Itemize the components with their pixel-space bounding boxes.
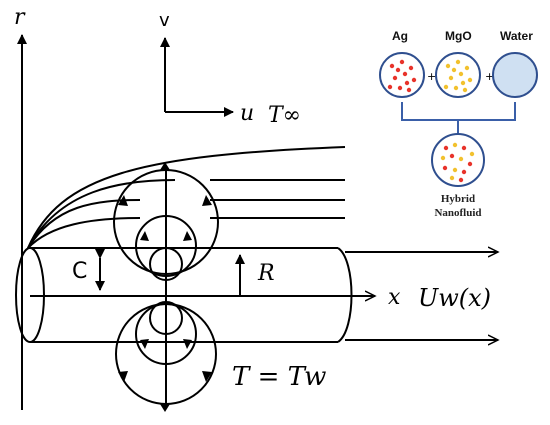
lower-flow-arrowheads xyxy=(118,339,212,412)
mgo-circle xyxy=(435,52,481,98)
x-axis-label: x xyxy=(388,285,401,310)
outer-streamline-4 xyxy=(27,217,141,249)
upper-recirculation-cells xyxy=(113,169,219,296)
mixing-bracket xyxy=(401,102,516,134)
hybrid-label: Hybrid xyxy=(441,193,475,205)
nanofluid-label: Nanofluid xyxy=(434,207,481,219)
ag-label: Ag xyxy=(392,29,408,43)
hybrid-particles xyxy=(440,142,475,183)
outer-streamline-2 xyxy=(27,179,176,249)
lower-recirculation-cells xyxy=(115,296,217,405)
mgo-label: MgO xyxy=(445,29,472,43)
hybrid-nanofluid-circle xyxy=(431,133,485,187)
upper-flow-arrowheads xyxy=(118,162,212,241)
water-label: Water xyxy=(500,29,533,43)
ag-particles xyxy=(387,59,417,93)
c-label: C xyxy=(72,259,87,284)
r-axis-label: r xyxy=(14,5,26,30)
mgo-particles xyxy=(443,59,473,93)
plus-1: + xyxy=(427,70,436,83)
water-circle xyxy=(492,52,538,98)
plus-2: + xyxy=(485,70,494,83)
wall-temperature-label: T = Tw xyxy=(232,362,326,392)
wall-velocity-label: Uw(x) xyxy=(418,284,491,312)
outer-streamline-1 xyxy=(27,146,346,249)
v-axis-label: v xyxy=(159,10,170,31)
t-infinity-label: T∞ xyxy=(268,103,301,128)
u-axis-label: u xyxy=(240,101,254,126)
nanofluid-inset: Ag MgO Water + + xyxy=(379,29,538,219)
ag-circle xyxy=(379,52,425,98)
radius-label: R xyxy=(257,261,275,286)
